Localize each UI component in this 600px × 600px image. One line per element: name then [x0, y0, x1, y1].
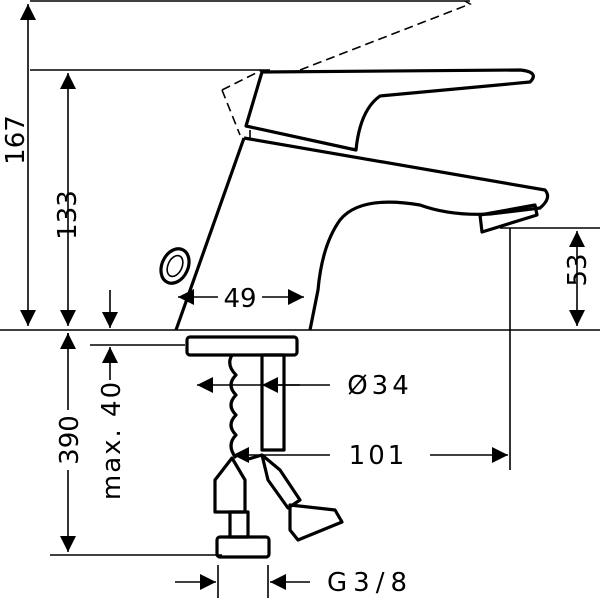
mounting-shank [185, 335, 344, 559]
dim-reach: 101 [349, 441, 408, 471]
dim-total-height: 167 [1, 115, 31, 165]
dim-shank-diameter: Ø34 [347, 371, 413, 401]
dimension-lines [20, 4, 585, 598]
dim-hose-length: 390 [55, 415, 85, 465]
reference-lines [0, 0, 600, 556]
dim-outlet-height: 53 [563, 253, 593, 286]
faucet-body [159, 0, 550, 331]
dim-spout-top-height: 133 [53, 190, 83, 240]
dim-body-width: 49 [223, 284, 256, 314]
dim-max-counter-thickness: max. 40 [97, 380, 127, 500]
dim-thread: G3/8 [327, 568, 413, 598]
